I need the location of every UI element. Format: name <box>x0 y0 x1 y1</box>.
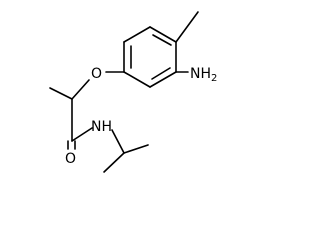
amine-subscript: 2 <box>211 73 217 84</box>
nitrogen-to-isopropyl-bond <box>111 129 125 154</box>
ring-bond-2-inner <box>152 34 172 46</box>
ring-bond-1 <box>123 26 151 43</box>
benzene-ring <box>123 26 177 88</box>
amine-label: NH2 <box>190 66 217 84</box>
methyl-bond <box>175 11 199 43</box>
ring-bond-5 <box>123 71 151 88</box>
ether-oxygen-label: O <box>91 66 102 82</box>
isopropyl-methyl-right-bond <box>123 144 149 154</box>
ring-bond-4 <box>149 71 177 88</box>
molecule-structure: O NH2 NH O <box>49 11 217 173</box>
amine-symbol: NH <box>190 66 211 82</box>
carbonyl-to-nitrogen-bond <box>71 127 93 142</box>
isopropyl-methyl-left-bond <box>103 152 125 173</box>
carbonyl-oxygen-label: O <box>65 151 76 167</box>
amide-nitrogen-label: NH <box>91 119 112 135</box>
ring-bond-2 <box>149 26 177 43</box>
oxygen-to-chiral-carbon-bond <box>71 79 90 100</box>
chiral-methyl-bond <box>49 87 73 100</box>
ring-bond-4-inner <box>151 67 171 80</box>
